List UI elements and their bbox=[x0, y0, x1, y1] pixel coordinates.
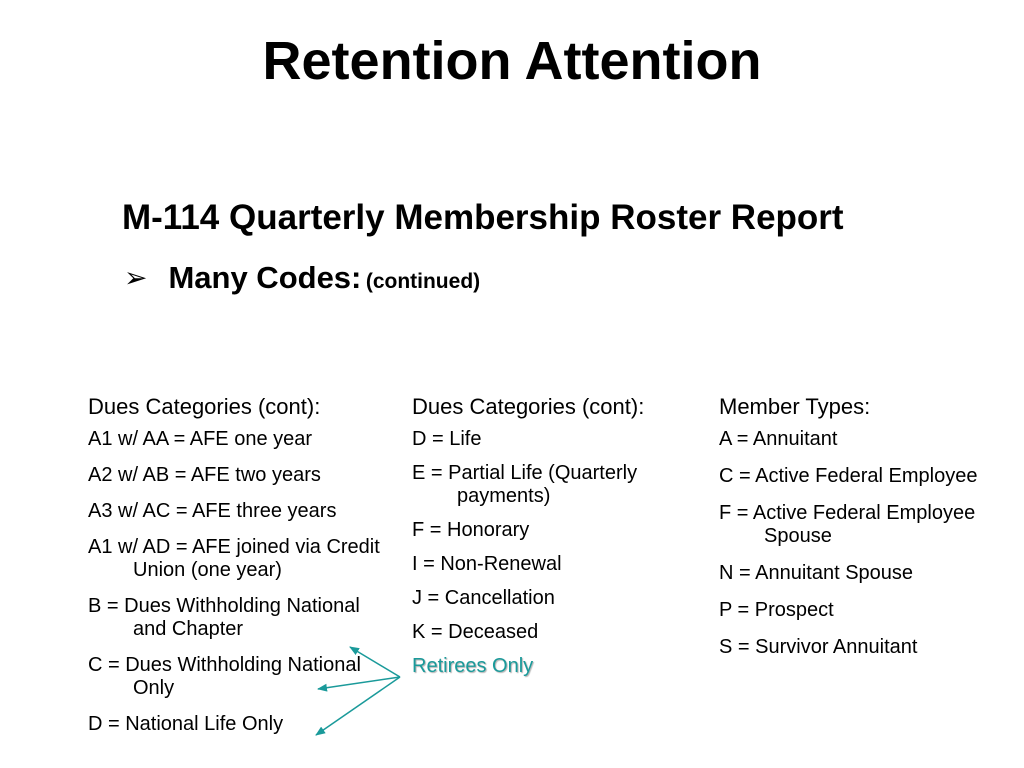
code-entry: D = National Life Only bbox=[88, 713, 284, 735]
code-entry: E = Partial Life (Quarterly payments) bbox=[412, 462, 638, 507]
member-type-entry: C = Active Federal Employee bbox=[719, 465, 978, 487]
column-heading: Dues Categories (cont): bbox=[88, 394, 321, 419]
code-entry: F = Honorary bbox=[412, 519, 530, 541]
member-type-entry: S = Survivor Annuitant bbox=[719, 636, 918, 658]
code-entry: A3 w/ AC = AFE three years bbox=[88, 500, 337, 522]
code-entry: K = Deceased bbox=[412, 621, 539, 643]
member-type-entry: F = Active Federal Employee Spouse bbox=[719, 502, 976, 547]
code-entry: J = Cancellation bbox=[412, 587, 555, 609]
member-types-column: Member Types: A = Annuitant C = Active F… bbox=[719, 393, 1019, 673]
member-type-entry: N = Annuitant Spouse bbox=[719, 562, 914, 584]
code-entry: A1 w/ AA = AFE one year bbox=[88, 428, 313, 450]
code-entry: A2 w/ AB = AFE two years bbox=[88, 464, 321, 486]
code-entry: D = Life bbox=[412, 428, 482, 450]
dues-categories-column-2: Dues Categories (cont): D = Life E = Par… bbox=[412, 393, 702, 689]
retirees-only-callout: Retirees Only bbox=[412, 655, 534, 677]
code-entry: C = Dues Withholding National Only bbox=[88, 654, 361, 699]
dues-categories-column-1: Dues Categories (cont): A1 w/ AA = AFE o… bbox=[88, 393, 393, 749]
code-entry: B = Dues Withholding National and Chapte… bbox=[88, 595, 360, 640]
slide-title: Retention Attention bbox=[262, 31, 762, 91]
column-heading: Dues Categories (cont): bbox=[412, 394, 645, 419]
member-type-entry: A = Annuitant bbox=[719, 428, 838, 450]
member-type-entry: P = Prospect bbox=[719, 599, 834, 621]
codes-bullet: ➢ Many Codes: (continued) bbox=[124, 258, 480, 304]
column-heading: Member Types: bbox=[719, 394, 871, 419]
code-entry: I = Non-Renewal bbox=[412, 553, 562, 575]
arrow-bullet-icon: ➢ bbox=[124, 261, 148, 294]
bullet-note-text: (continued) bbox=[365, 270, 481, 293]
bullet-main-text: Many Codes: bbox=[168, 260, 362, 295]
report-subtitle: M-114 Quarterly Membership Roster Report bbox=[122, 198, 844, 237]
code-entry: A1 w/ AD = AFE joined via Credit Union (… bbox=[88, 536, 380, 581]
